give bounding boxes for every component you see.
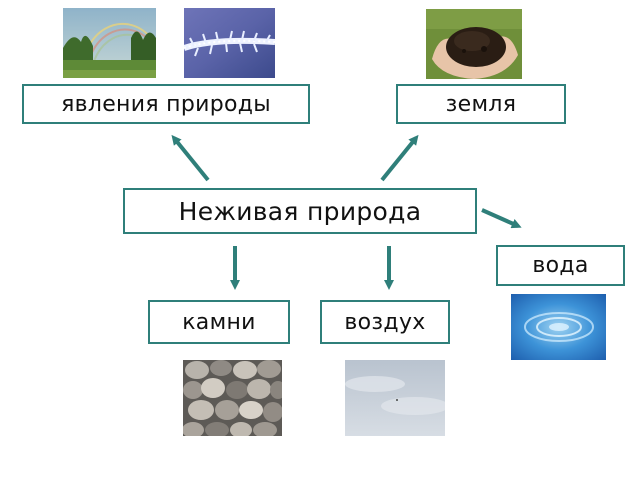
water-label: вода bbox=[532, 253, 589, 278]
rainbow-photo bbox=[63, 8, 156, 78]
natural-phenomena-label: явления природы bbox=[61, 91, 271, 117]
air-box: воздух bbox=[320, 300, 450, 344]
water-box: вода bbox=[496, 245, 625, 286]
air-label: воздух bbox=[344, 309, 426, 335]
soil-in-hands-photo bbox=[426, 9, 522, 79]
cloudy-sky-photo bbox=[345, 360, 445, 436]
arrow-to-earth bbox=[380, 134, 419, 182]
stones-box: камни bbox=[148, 300, 290, 344]
stones-label: камни bbox=[182, 309, 256, 335]
central-node-box: Неживая природа bbox=[123, 188, 477, 234]
arrow-to-natural-phenomena bbox=[171, 134, 210, 182]
earth-label: земля bbox=[445, 91, 517, 117]
arrow-to-water bbox=[481, 208, 522, 229]
stones-photo bbox=[183, 360, 282, 436]
earth-box: земля bbox=[396, 84, 566, 124]
water-drop-photo bbox=[511, 294, 606, 360]
central-node-label: Неживая природа bbox=[178, 196, 422, 226]
frost-branch-photo bbox=[184, 8, 275, 78]
natural-phenomena-box: явления природы bbox=[22, 84, 310, 124]
